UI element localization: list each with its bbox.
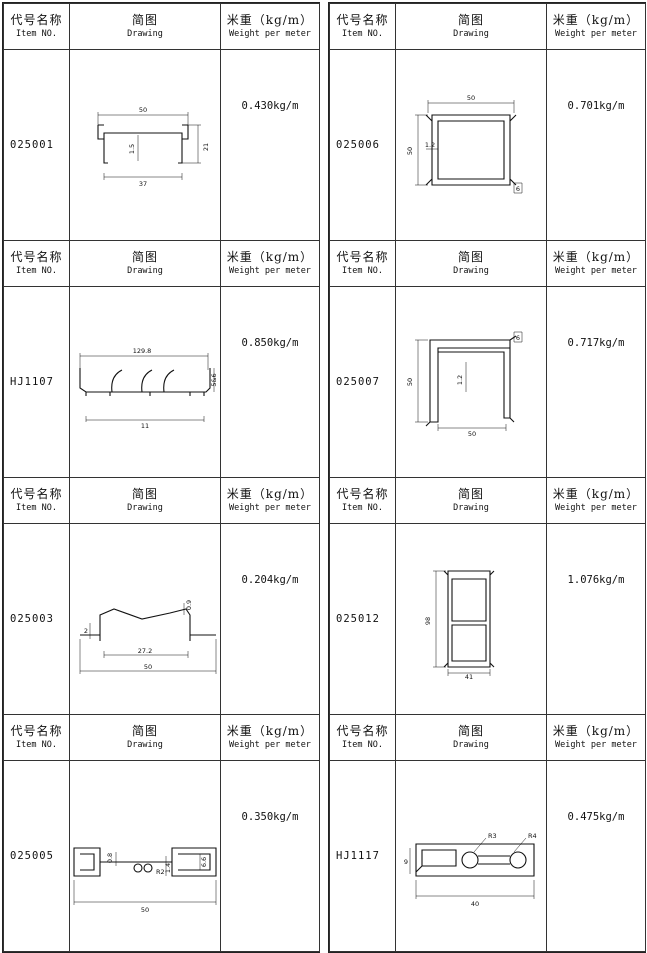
- svg-text:1.2: 1.2: [456, 375, 464, 385]
- product-row: 025001 50 37 21 1.5 0.430kg/m: [3, 49, 320, 241]
- svg-text:50: 50: [468, 430, 476, 438]
- weight-value: 0.350kg/m: [220, 760, 320, 952]
- weight-value: 0.430kg/m: [220, 49, 320, 241]
- profile-025006-drawing: 50 50 1.2 6: [406, 94, 523, 194]
- weight-value: 0.850kg/m: [220, 286, 320, 478]
- profile-025007-drawing: 50 50 1.2 6: [406, 331, 523, 438]
- item-code: 025001: [3, 49, 70, 241]
- profile-hj1117-drawing: 40 9 R3 R4: [404, 832, 537, 908]
- profile-drawing: 129.8 11 5&6: [69, 286, 221, 478]
- weight-value: 0.701kg/m: [546, 49, 646, 241]
- product-row: HJ1117 40 9 R3 R4 0.475kg/m: [329, 760, 646, 952]
- item-code: HJ1117: [329, 760, 396, 952]
- profile-drawing: 50 50 1.2 6: [395, 286, 547, 478]
- svg-text:R4: R4: [528, 832, 537, 840]
- profile-drawing: 98 41: [395, 523, 547, 715]
- svg-text:11: 11: [141, 422, 149, 430]
- profile-hj1107-drawing: 129.8 11 5&6: [79, 347, 218, 430]
- product-row: HJ1107 129.8 11 5&6 0.850kg/m: [3, 286, 320, 478]
- svg-text:50: 50: [467, 94, 475, 102]
- svg-text:6.6: 6.6: [200, 857, 208, 867]
- svg-text:2: 2: [84, 627, 88, 635]
- item-code: 025007: [329, 286, 396, 478]
- profile-drawing: 50 0.8 6.6 1.4 R2: [69, 760, 221, 952]
- product-row: 025005 50 0.8 6.6 1.4 R2 0.350kg/m: [3, 760, 320, 952]
- svg-text:40: 40: [471, 900, 479, 908]
- svg-text:R3: R3: [488, 832, 497, 840]
- profile-025001-drawing: 50 37 21 1.5: [97, 106, 210, 188]
- weight-value: 0.475kg/m: [546, 760, 646, 952]
- item-code: 025003: [3, 523, 70, 715]
- svg-text:1.5: 1.5: [128, 144, 136, 154]
- svg-text:27.2: 27.2: [138, 647, 152, 655]
- svg-text:129.8: 129.8: [133, 347, 152, 355]
- svg-text:1.2: 1.2: [425, 141, 435, 149]
- product-row: 025012 98 41 1.076kg/m: [329, 523, 646, 715]
- profile-drawing: 50 50 1.2 6: [395, 49, 547, 241]
- svg-text:0.8: 0.8: [106, 853, 114, 863]
- svg-text:21: 21: [202, 143, 210, 151]
- product-row: 025003 27.2 50 2 0.9 0.204kg/m: [3, 523, 320, 715]
- svg-text:5&6: 5&6: [210, 373, 218, 386]
- svg-text:37: 37: [139, 180, 147, 188]
- profile-025003-drawing: 27.2 50 2 0.9: [79, 600, 217, 674]
- svg-text:6: 6: [516, 185, 520, 193]
- weight-value: 0.204kg/m: [220, 523, 320, 715]
- item-code: 025006: [329, 49, 396, 241]
- svg-text:50: 50: [144, 663, 152, 671]
- svg-text:41: 41: [465, 673, 473, 679]
- svg-text:0.9: 0.9: [185, 600, 193, 610]
- svg-text:6: 6: [516, 334, 520, 342]
- product-row: 025006 50 50 1.2 6 0.701kg/m: [329, 49, 646, 241]
- svg-text:50: 50: [406, 147, 414, 155]
- svg-text:9: 9: [404, 858, 408, 866]
- weight-value: 1.076kg/m: [546, 523, 646, 715]
- profile-drawing: 27.2 50 2 0.9: [69, 523, 221, 715]
- svg-text:50: 50: [141, 906, 149, 914]
- profile-025012-drawing: 98 41: [424, 570, 495, 679]
- item-code: 025005: [3, 760, 70, 952]
- svg-text:50: 50: [406, 378, 414, 386]
- profile-drawing: 50 37 21 1.5: [69, 49, 221, 241]
- header-weight: 米重（kg/m）Weight per meter: [220, 3, 320, 50]
- weight-value: 0.717kg/m: [546, 286, 646, 478]
- svg-text:R2: R2: [156, 868, 165, 876]
- profile-025005-drawing: 50 0.8 6.6 1.4 R2: [73, 847, 217, 914]
- svg-text:98: 98: [424, 617, 432, 625]
- product-row: 025007 50 50 1.2 6 0.717kg/m: [329, 286, 646, 478]
- svg-text:50: 50: [139, 106, 147, 114]
- item-code: 025012: [329, 523, 396, 715]
- svg-text:1.4: 1.4: [164, 863, 172, 873]
- profile-drawing: 40 9 R3 R4: [395, 760, 547, 952]
- item-code: HJ1107: [3, 286, 70, 478]
